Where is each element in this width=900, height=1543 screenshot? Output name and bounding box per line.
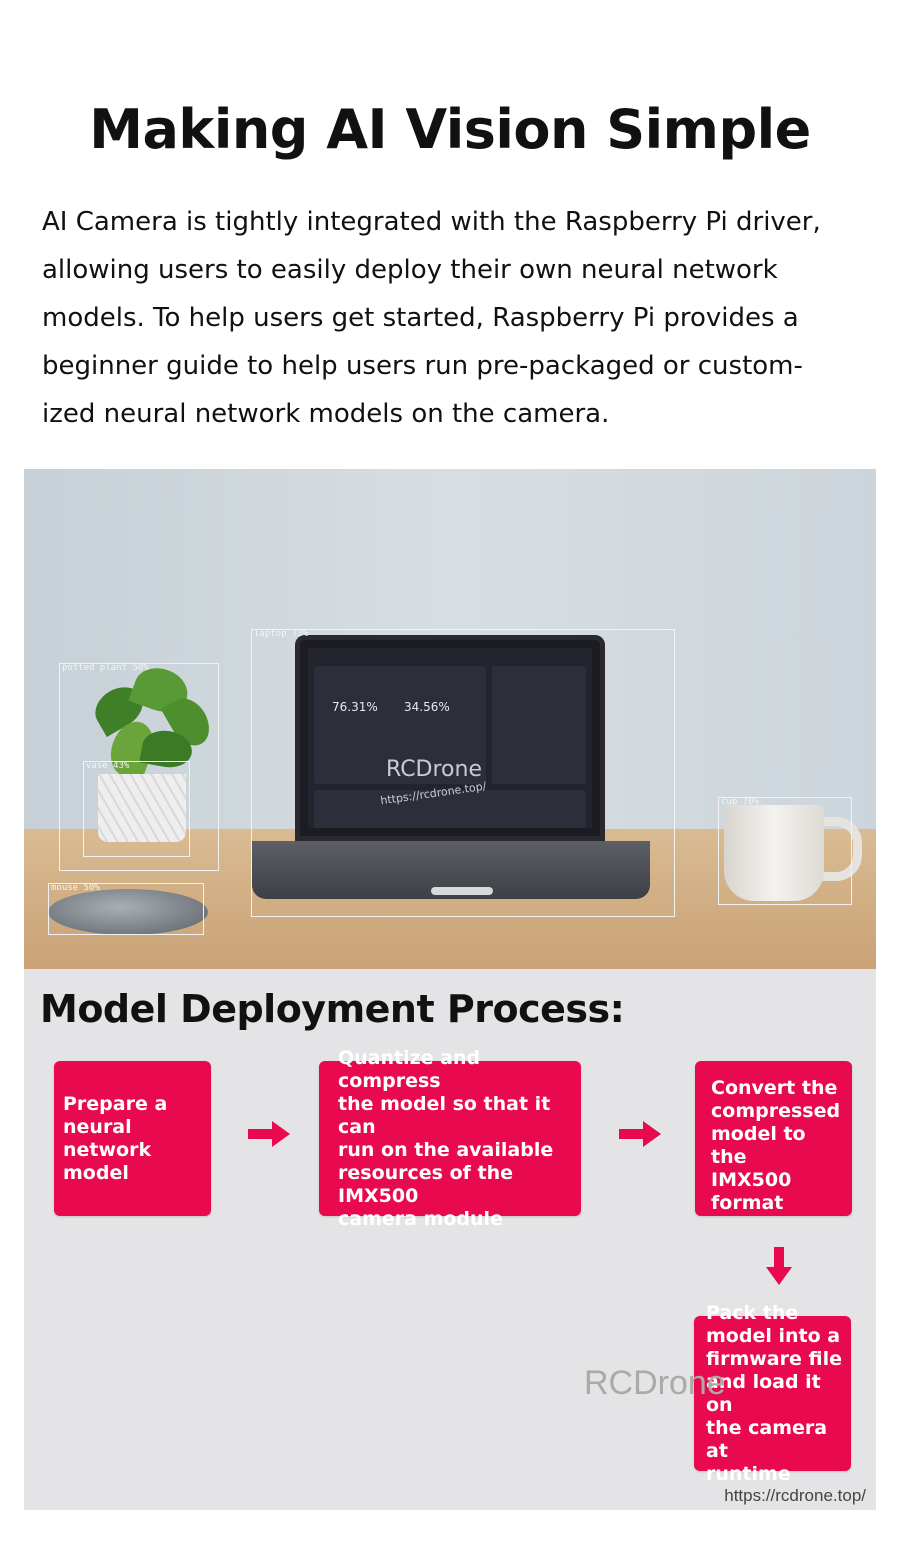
detection-label: potted plant 50% bbox=[62, 663, 149, 673]
detection-box-mouse: mouse 50% bbox=[48, 883, 204, 935]
step-text: neural network bbox=[63, 1115, 152, 1161]
laptop-screen: 76.31% 34.56% bbox=[295, 635, 605, 841]
detection-box-cup: cup 70% bbox=[718, 797, 852, 905]
detection-label: cup 70% bbox=[721, 797, 759, 807]
step-text: resources of the IMX500 bbox=[338, 1161, 514, 1207]
detection-label: laptop 73% bbox=[254, 629, 309, 639]
page-title: Making AI Vision Simple bbox=[89, 98, 811, 161]
step-prepare-model: Prepare a neural network model bbox=[54, 1061, 211, 1216]
screen-panel bbox=[314, 666, 486, 784]
step-text: Convert the bbox=[711, 1077, 838, 1099]
step-text: runtime bbox=[706, 1462, 791, 1485]
step-text: compressed bbox=[711, 1100, 841, 1122]
ai-detection-photo: 76.31% 34.56% RCDrone https://rcdrone.to… bbox=[24, 469, 876, 969]
step-text: camera module bbox=[338, 1207, 503, 1230]
screen-panel bbox=[314, 790, 586, 828]
intro-line: allowing users to easily deploy their ow… bbox=[42, 255, 778, 285]
step-text: model bbox=[63, 1161, 129, 1184]
vase bbox=[98, 774, 186, 842]
recall-value: 34.56% bbox=[404, 700, 450, 714]
intro-line: beginner guide to help users run pre-pac… bbox=[42, 351, 803, 381]
detection-box-vase: vase 43% bbox=[83, 761, 190, 857]
step-convert-format: Convert the compressed model to the IMX5… bbox=[695, 1061, 852, 1216]
detection-box-potted-plant: potted plant 50% bbox=[59, 663, 219, 871]
step-text: the camera at bbox=[706, 1416, 828, 1462]
step-text: model into a bbox=[706, 1324, 841, 1347]
intro-paragraph: AI Camera is tightly integrated with the… bbox=[42, 198, 872, 438]
intro-line: models. To help users get started, Raspb… bbox=[42, 303, 799, 333]
screen-content: 76.31% 34.56% bbox=[308, 648, 592, 828]
step-text: Pack the bbox=[706, 1301, 799, 1324]
watermark-logo: RCDrone bbox=[584, 1364, 726, 1402]
detection-label: mouse 50% bbox=[51, 883, 100, 893]
detection-box-laptop: laptop 73% bbox=[251, 629, 675, 917]
precision-value: 76.31% bbox=[332, 700, 378, 714]
detection-label: vase 43% bbox=[86, 761, 130, 771]
step-quantize-compress: Quantize and compress the model so that … bbox=[319, 1047, 581, 1230]
step-text: model to the bbox=[711, 1123, 806, 1168]
coffee-mug bbox=[724, 805, 824, 901]
computer-mouse bbox=[48, 889, 208, 935]
step-text: firmware file bbox=[706, 1347, 842, 1370]
intro-line: ized neural network models on the camera… bbox=[42, 399, 610, 429]
watermark-logo: RCDrone bbox=[386, 757, 482, 782]
step-text: IMX500 format bbox=[711, 1169, 792, 1214]
watermark-url: https://rcdrone.top/ bbox=[724, 1486, 866, 1505]
step-pack-firmware: Pack the model into a firmware file and … bbox=[694, 1302, 851, 1485]
mug-handle bbox=[819, 817, 862, 881]
step-text: Prepare a bbox=[63, 1092, 168, 1115]
deployment-process-section: Model Deployment Process: Prepare a neur… bbox=[24, 969, 876, 1510]
screen-panel bbox=[492, 666, 586, 784]
laptop-notch bbox=[431, 887, 493, 895]
step-text: and load it on bbox=[706, 1370, 821, 1416]
step-text: Quantize and compress bbox=[338, 1046, 481, 1092]
step-text: the model so that it can bbox=[338, 1092, 551, 1138]
process-title: Model Deployment Process: bbox=[40, 987, 625, 1031]
step-text: run on the available bbox=[338, 1138, 554, 1161]
intro-line: AI Camera is tightly integrated with the… bbox=[42, 207, 821, 237]
